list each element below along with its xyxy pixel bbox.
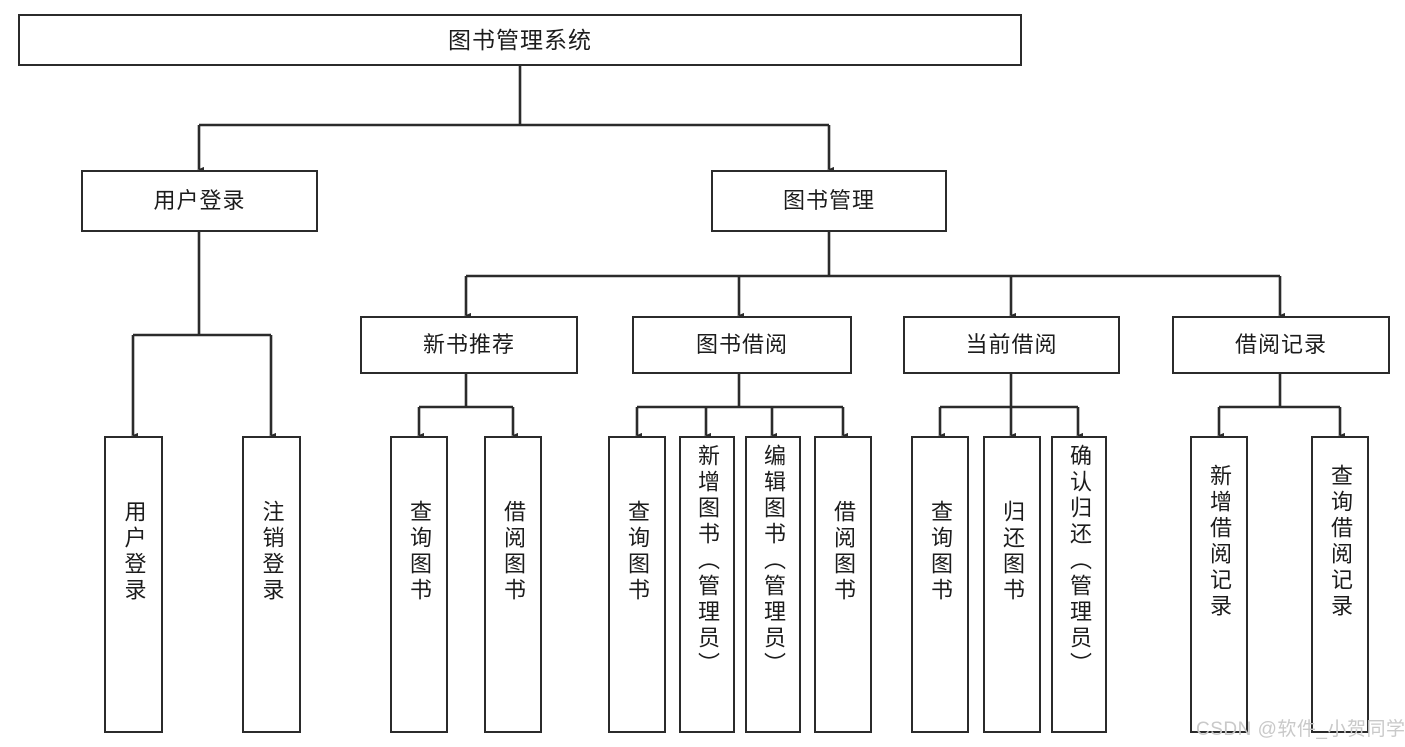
node-leaf-add-book-admin[interactable]: 新增图书（管理员） — [679, 436, 735, 733]
node-label: 归还图书 — [1000, 500, 1025, 604]
node-leaf-return-book[interactable]: 归还图书 — [983, 436, 1041, 733]
node-label: 查询借阅记录 — [1328, 464, 1353, 620]
node-label: 查询图书 — [407, 500, 432, 604]
node-current-borrow[interactable]: 当前借阅 — [903, 316, 1120, 374]
node-book-management[interactable]: 图书管理 — [711, 170, 947, 232]
node-label: 借阅图书 — [501, 500, 526, 604]
node-user-login[interactable]: 用户登录 — [81, 170, 318, 232]
node-leaf-borrow-book-1[interactable]: 借阅图书 — [484, 436, 542, 733]
node-label: 新增借阅记录 — [1207, 464, 1232, 620]
node-label: 查询图书 — [625, 500, 650, 604]
node-borrow-record[interactable]: 借阅记录 — [1172, 316, 1390, 374]
node-leaf-query-borrow-record[interactable]: 查询借阅记录 — [1311, 436, 1369, 733]
node-leaf-query-book-3[interactable]: 查询图书 — [911, 436, 969, 733]
node-leaf-query-book-1[interactable]: 查询图书 — [390, 436, 448, 733]
node-label: 图书管理 — [782, 188, 875, 214]
node-new-book-recommend[interactable]: 新书推荐 — [360, 316, 578, 374]
node-label: 新增图书（管理员） — [695, 444, 720, 678]
node-leaf-edit-book-admin[interactable]: 编辑图书（管理员） — [745, 436, 801, 733]
node-leaf-query-book-2[interactable]: 查询图书 — [608, 436, 666, 733]
node-label: 借阅记录 — [1234, 332, 1327, 358]
node-leaf-user-login[interactable]: 用户登录 — [104, 436, 163, 733]
node-label: 确认归还（管理员） — [1067, 444, 1092, 678]
node-label: 图书管理系统 — [448, 26, 592, 53]
node-leaf-logout[interactable]: 注销登录 — [242, 436, 301, 733]
node-label: 当前借阅 — [965, 332, 1058, 358]
node-leaf-add-borrow-record[interactable]: 新增借阅记录 — [1190, 436, 1248, 733]
node-label: 借阅图书 — [831, 500, 856, 604]
node-label: 编辑图书（管理员） — [761, 444, 786, 678]
node-label: 图书借阅 — [695, 332, 788, 358]
node-label: 用户登录 — [121, 500, 147, 604]
node-leaf-borrow-book-2[interactable]: 借阅图书 — [814, 436, 872, 733]
node-label: 注销登录 — [259, 500, 285, 604]
node-label: 用户登录 — [153, 188, 246, 214]
node-root[interactable]: 图书管理系统 — [18, 14, 1022, 66]
node-label: 查询图书 — [928, 500, 953, 604]
node-label: 新书推荐 — [422, 332, 515, 358]
node-leaf-confirm-return-admin[interactable]: 确认归还（管理员） — [1051, 436, 1107, 733]
csdn-watermark: CSDN @软件_小贺同学 — [1196, 719, 1405, 740]
node-book-borrow[interactable]: 图书借阅 — [632, 316, 852, 374]
